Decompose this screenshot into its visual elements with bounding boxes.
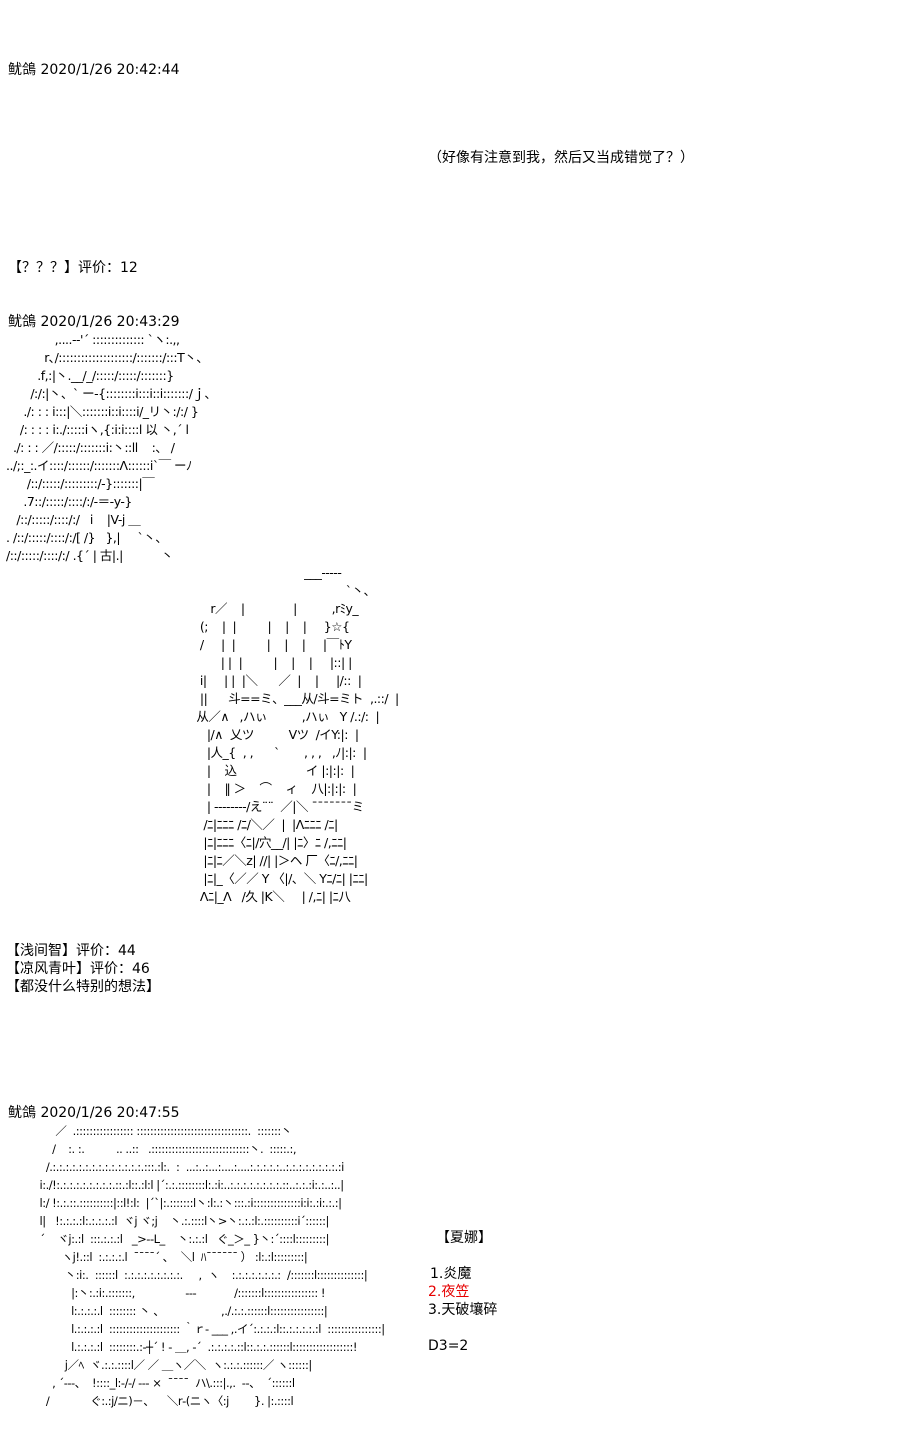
post-header: 鱿鴿 2020/1/26 20:47:55 bbox=[8, 1105, 180, 1121]
rating-line: 【浅间智】评价：44 bbox=[6, 943, 136, 959]
option-item-selected: 2.夜笠 bbox=[428, 1284, 470, 1300]
choice-panel: 【夏娜】 1.炎魔 2.夜笠 3.天破壤碎 D3=2 bbox=[428, 1229, 497, 1355]
ascii-art-bottom: ／ .::::::::::::::::: :::::::::::::::::::… bbox=[39, 1124, 386, 1408]
option-item: 3.天破壤碎 bbox=[428, 1302, 498, 1318]
thought-text: （好像有注意到我，然后又当成错觉了？） bbox=[428, 150, 694, 166]
panel-title: 【夏娜】 bbox=[436, 1230, 492, 1246]
option-item: 1.炎魔 bbox=[430, 1266, 472, 1282]
post-header: 鱿鴿 2020/1/26 20:42:44 bbox=[8, 62, 180, 78]
ascii-art-right: ___-‐-‐- `丶、 r／ | | ,rﾐy_ (; | | | | | }… bbox=[196, 565, 399, 904]
rating-line: 【？？？】评价：12 bbox=[8, 260, 138, 276]
ascii-art-left: ,....-‐'´ :::::::::::::: `ヽ:.,, r､/:::::… bbox=[6, 332, 217, 563]
rating-line: 【都没什么特别的想法】 bbox=[6, 979, 160, 995]
dice-roll: D3=2 bbox=[428, 1338, 469, 1354]
rating-line: 【凉风青叶】评价：46 bbox=[6, 961, 150, 977]
post-header: 鱿鴿 2020/1/26 20:43:29 bbox=[8, 314, 180, 330]
ratings-block: 【浅间智】评价：44 【凉风青叶】评价：46 【都没什么特别的想法】 bbox=[6, 942, 160, 996]
